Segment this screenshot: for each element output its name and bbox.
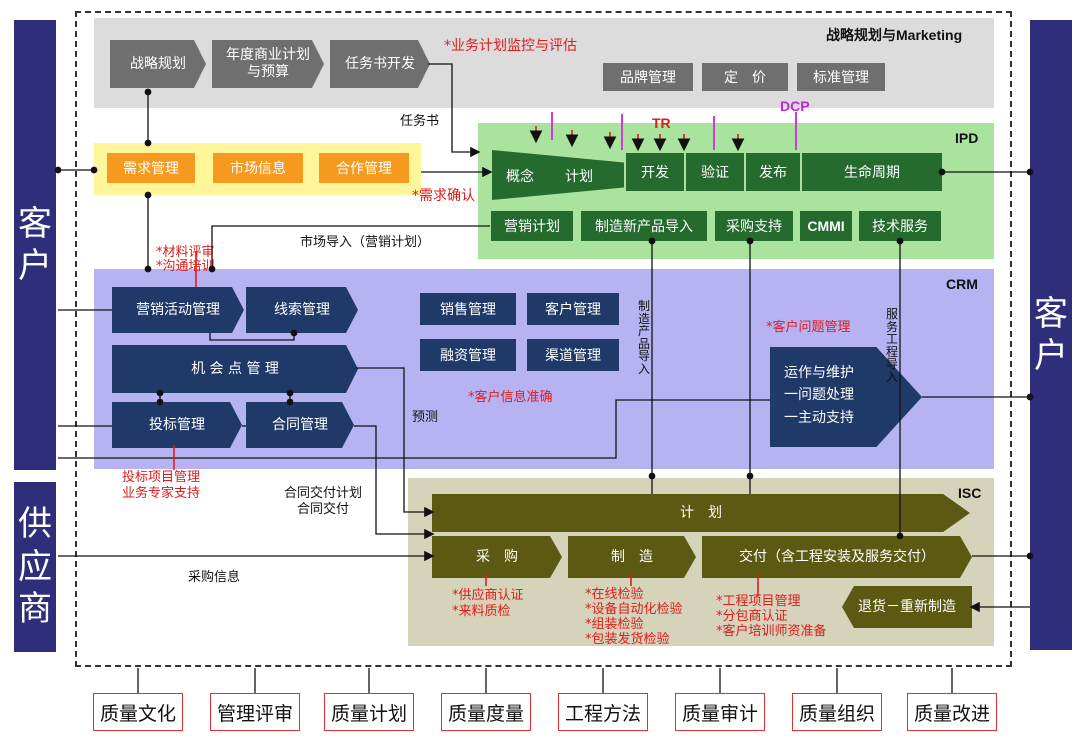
strategy-title: 战略规划与Marketing — [826, 27, 963, 43]
marketing-plan-box: 营销计划 — [491, 211, 573, 241]
ipd-title: IPD — [955, 130, 979, 146]
lead-management-step: 线索管理 — [246, 287, 358, 333]
bid-support-note: 投标项目管理 业务专家支持 — [122, 470, 201, 501]
contract-delivery-label: 合同交付计划 合同交付 — [284, 486, 363, 518]
tr-label: TR — [652, 115, 671, 131]
cmmi-box: CMMI — [800, 211, 852, 241]
market-info-box: 市场信息 — [213, 153, 303, 183]
customer-issue-note: *客户问题管理 — [766, 320, 851, 335]
contract-management-step: 合同管理 — [246, 402, 354, 448]
phase-verify: 验证 — [686, 153, 744, 191]
quality-improvement-box: 质量改进 — [907, 693, 997, 731]
phase-lifecycle: 生命周期 — [802, 153, 942, 191]
opportunity-management-step: 机 会 点 管 理 — [112, 345, 358, 393]
management-review-box: 管理评审 — [210, 693, 300, 731]
customer-info-note: *客户信息准确 — [468, 390, 553, 405]
demand-confirm-note: *需求确认 — [412, 188, 475, 204]
supplier-left-column: 供 应 商 — [14, 482, 56, 652]
annual-business-plan-step: 年度商业计划 与预算 — [212, 40, 324, 88]
phase-plan: 计划 — [565, 169, 593, 185]
service-import-label: 服 务 工 程 导 入 — [886, 307, 899, 384]
channel-management-box: 渠道管理 — [527, 339, 619, 371]
standards-management-box: 标准管理 — [797, 63, 885, 91]
purchase-notes: *供应商认证 *来料质检 — [452, 588, 524, 619]
bid-management-step: 投标管理 — [112, 402, 242, 448]
customer-left-char-1: 客 — [18, 203, 52, 244]
mission-development-step: 任务书开发 — [330, 40, 430, 88]
tech-service-box: 技术服务 — [859, 211, 941, 241]
isc-purchase-step: 采 购 — [432, 536, 562, 578]
customer-left-column: 客 户 — [14, 20, 56, 470]
manufacture-notes: *在线检验 *设备自动化检验 *组装检验 *包装发货检验 — [585, 587, 683, 647]
outer-dashed-frame — [75, 11, 1012, 667]
phase-concept: 概念 — [506, 169, 534, 185]
ops-line-2: 一问题处理 — [784, 387, 854, 404]
sales-management-box: 销售管理 — [420, 293, 516, 325]
purchase-info-label: 采购信息 — [188, 570, 241, 585]
supplier-char-2: 应 — [18, 546, 52, 587]
isc-title: ISC — [958, 485, 982, 501]
ops-line-1: 运作与维护 — [784, 365, 854, 381]
brand-management-box: 品牌管理 — [603, 63, 693, 91]
cooperation-management-box: 合作管理 — [319, 153, 409, 183]
isc-delivery-step: 交付（含工程安装及服务交付） — [702, 536, 972, 578]
demand-management-box: 需求管理 — [107, 153, 195, 183]
phase-develop: 开发 — [626, 153, 684, 191]
quality-organization-box: 质量组织 — [792, 693, 882, 731]
finance-management-box: 融资管理 — [420, 339, 516, 371]
ops-line-3: 一主动支持 — [784, 409, 854, 426]
customer-right-char-2: 户 — [1034, 336, 1068, 376]
phase-release: 发布 — [746, 153, 800, 191]
material-review-note: *材料评审 *沟通培训 — [156, 245, 215, 274]
crm-title: CRM — [946, 276, 978, 292]
customer-right-char-1: 客 — [1034, 293, 1068, 334]
delivery-notes: *工程项目管理 *分包商认证 *客户培训师资准备 — [716, 594, 827, 639]
customer-management-box: 客户管理 — [527, 293, 619, 325]
quality-plan-box: 质量计划 — [324, 693, 414, 731]
market-import-label: 市场导入（营销计划） — [300, 235, 431, 250]
customer-left-char-2: 户 — [18, 246, 52, 286]
isc-return-step: 退货－重新制造 — [842, 586, 972, 628]
engineering-method-box: 工程方法 — [558, 693, 648, 731]
customer-right-column: 客 户 — [1030, 20, 1072, 650]
pricing-box: 定 价 — [702, 63, 788, 91]
purchase-support-box: 采购支持 — [715, 211, 793, 241]
quality-culture-box: 质量文化 — [93, 693, 183, 731]
mfg-import-label: 制 造 产 品 导 入 — [638, 299, 651, 376]
business-plan-monitor-note: *业务计划监控与评估 — [444, 38, 577, 54]
supplier-char-1: 供 — [18, 504, 52, 545]
quality-audit-box: 质量审计 — [675, 693, 765, 731]
mission-label: 任务书 — [400, 114, 440, 129]
isc-plan-arrow: 计 划 — [432, 494, 970, 532]
new-product-intro-box: 制造新产品导入 — [581, 211, 707, 241]
strategy-planning-step: 战略规划 — [110, 40, 206, 88]
campaign-management-step: 营销活动管理 — [112, 287, 244, 333]
isc-manufacture-step: 制 造 — [568, 536, 696, 578]
quality-measurement-box: 质量度量 — [441, 693, 531, 731]
supplier-char-3: 商 — [18, 589, 52, 630]
dcp-label: DCP — [780, 98, 810, 114]
forecast-label: 预测 — [412, 410, 439, 425]
operations-text: 运作与维护 一问题处理 一主动支持 — [784, 362, 854, 429]
